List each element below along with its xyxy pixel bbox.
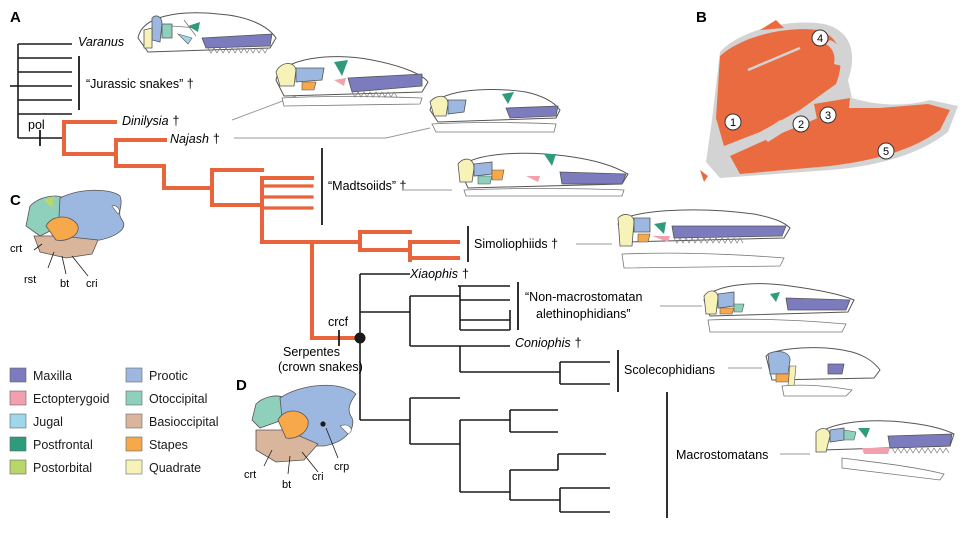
braincase-d-crt: crt: [244, 469, 256, 481]
outgroup-branches: [10, 43, 72, 146]
taxon-simoliophiids: Simoliophiids †: [474, 237, 558, 251]
legend-label-otoccipital: Otoccipital: [149, 392, 207, 406]
panel-label-c: C: [10, 192, 21, 209]
taxon-nonmacro-line1: “Non-macrostomatan: [525, 290, 642, 304]
fossil-number-4: 4: [817, 33, 823, 45]
dinilysia-dagger: †: [173, 114, 180, 128]
taxon-macrostomatans: Macrostomatans: [676, 448, 768, 462]
panel-label-a: A: [10, 9, 21, 26]
skull-varanus: [137, 12, 277, 54]
legend-label-stapes: Stapes: [149, 438, 188, 452]
panel-label-d: D: [236, 377, 247, 394]
taxon-jurassic-snakes: “Jurassic snakes” †: [86, 77, 194, 91]
braincase-c-bt: bt: [60, 278, 69, 290]
legend-swatch-postorbital: [9, 459, 27, 475]
legend-swatch-maxilla: [9, 367, 27, 383]
crown-snakes-label: (crown snakes): [278, 360, 363, 374]
skull-alethinophidian: [703, 283, 855, 333]
legend-swatch-otoccipital: [125, 390, 143, 406]
fossil-number-5: 5: [883, 146, 889, 158]
braincase-d-crp: crp: [334, 461, 349, 473]
braincase-c-cri: cri: [86, 278, 98, 290]
legend-swatch-stapes: [125, 436, 143, 452]
legend-label-basioccipital: Basioccipital: [149, 415, 218, 429]
skull-scolecophidian: [765, 347, 881, 397]
najash-dagger: †: [213, 132, 220, 146]
najash-name: Najash: [170, 132, 209, 146]
braincase-d-leaders: [263, 427, 339, 475]
legend-swatch-prootic: [125, 367, 143, 383]
taxon-xiaophis: Xiaophis †: [409, 267, 469, 281]
skull-simoliophiid: [617, 209, 791, 269]
legend-label-ectopterygoid: Ectopterygoid: [33, 392, 109, 406]
madtsoiid-subtree: [260, 176, 314, 212]
braincase-d-bt: bt: [282, 479, 291, 491]
skull-macrostomatan: [815, 420, 955, 481]
legend-swatch-basioccipital: [125, 413, 143, 429]
fossil-number-markers: 1 2 3 4 5: [724, 29, 895, 160]
braincase-c-crt: crt: [10, 243, 22, 255]
coniophis-name: Coniophis: [515, 336, 571, 350]
taxon-varanus: Varanus: [78, 35, 124, 49]
braincase-c-rst: rst: [24, 274, 36, 286]
xiaophis-dagger: †: [462, 267, 469, 281]
skull-madtsoiid: [457, 152, 629, 197]
taxon-madtsoiids: “Madtsoiids” †: [328, 179, 407, 193]
legend-swatch-jugal: [9, 413, 27, 429]
fossil-number-3: 3: [825, 110, 831, 122]
legend-label-prootic: Prootic: [149, 369, 188, 383]
legend-label-postfrontal: Postfrontal: [33, 438, 93, 452]
legend-label-maxilla: Maxilla: [33, 369, 72, 383]
taxon-scolecophidians: Scolecophidians: [624, 363, 715, 377]
fossil-number-1: 1: [730, 117, 736, 129]
legend-label-jugal: Jugal: [33, 415, 63, 429]
node-label-pol: pol: [28, 118, 45, 132]
serpentes-label: Serpentes: [283, 345, 340, 359]
legend-swatch-ectopterygoid: [9, 390, 27, 406]
taxon-nonmacro-line2: alethinophidians”: [536, 307, 631, 321]
skull-dinilysia: [275, 56, 429, 107]
skull-najash: [429, 88, 561, 133]
dinilysia-name: Dinilysia: [122, 114, 169, 128]
legend-swatch-quadrate: [125, 459, 143, 475]
taxon-coniophis: Coniophis †: [515, 336, 582, 350]
braincase-c: [25, 189, 125, 259]
crown-snake-branches: [359, 273, 610, 513]
braincase-d-cri: cri: [312, 471, 324, 483]
legend-label-postorbital: Postorbital: [33, 461, 92, 475]
xiaophis-name: Xiaophis: [409, 267, 458, 281]
braincase-c-leaders: [33, 243, 89, 277]
crown-node-dot: [354, 332, 366, 344]
legend-swatch-postfrontal: [9, 436, 27, 452]
fossil-specimen: [700, 20, 958, 182]
stem-snake-branches: [62, 120, 460, 340]
legend-label-quadrate: Quadrate: [149, 461, 201, 475]
fossil-number-2: 2: [798, 119, 804, 131]
skull-connectors: [231, 95, 810, 455]
coniophis-dagger: †: [575, 336, 582, 350]
panel-label-b: B: [696, 9, 707, 26]
node-label-crcf: crcf: [328, 315, 349, 329]
taxon-najash: Najash †: [170, 132, 220, 146]
braincase-d: [251, 384, 357, 463]
taxon-dinilysia: Dinilysia †: [122, 114, 180, 128]
